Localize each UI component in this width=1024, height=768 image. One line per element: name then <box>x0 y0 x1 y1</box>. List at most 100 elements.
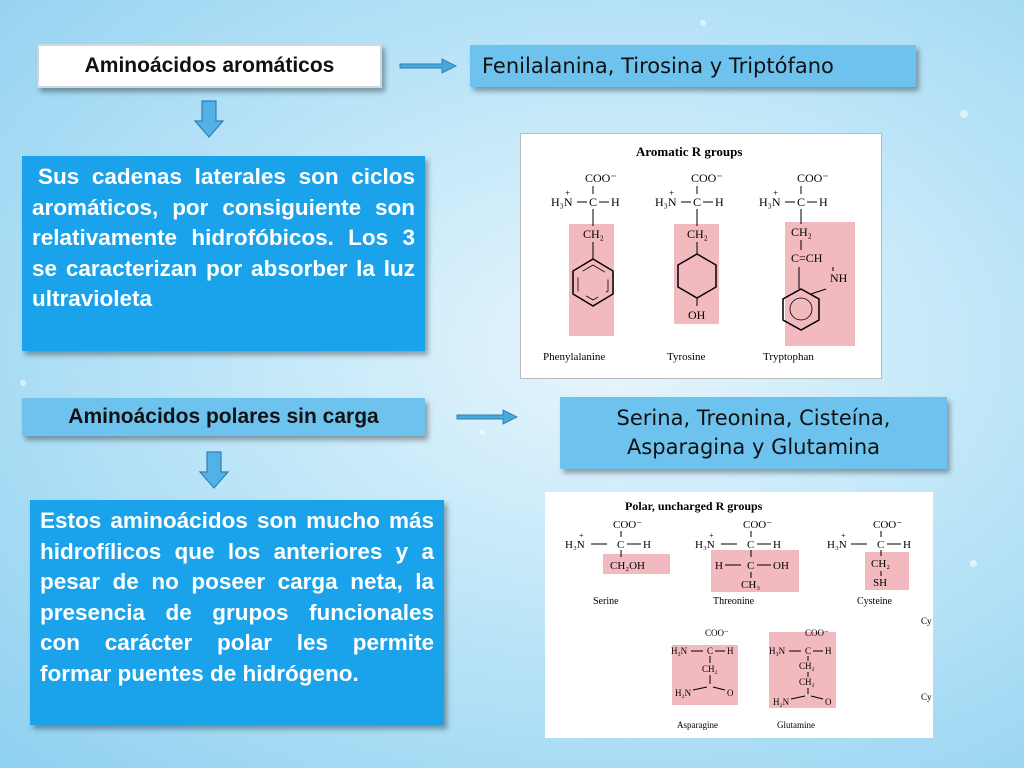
polar-list-line2: Asparagina y Glutamina <box>626 435 881 459</box>
plus-label: + <box>565 188 570 198</box>
arrow-down-icon <box>198 451 230 489</box>
phenylalanine-label: Phenylalanine <box>543 351 605 363</box>
aromatic-description-box: Sus cadenas laterales son ciclos aromáti… <box>22 156 425 351</box>
polar-list-box: Serina, Treonina, Cisteína, Asparagina y… <box>560 397 947 469</box>
asparagine-label: Asparagine <box>677 720 718 730</box>
c-label: C <box>589 195 597 209</box>
h3n-label: H₃N <box>671 646 688 656</box>
aromatic-title-box: Aminoácidos aromáticos <box>37 44 382 88</box>
ch2oh-label: CH₂OH <box>610 560 645 572</box>
h3n-label: H₃N <box>695 539 715 551</box>
cysteine-label: Cysteine <box>857 596 893 607</box>
background-sparkle <box>970 560 977 567</box>
polar-description: Estos aminoácidos son mucho más hidrofíl… <box>40 508 434 686</box>
aromatic-description: Sus cadenas laterales son ciclos aromáti… <box>32 164 415 311</box>
o-label: O <box>825 697 832 707</box>
plus-label: + <box>669 188 674 198</box>
background-sparkle <box>960 110 968 118</box>
plus-label: + <box>841 531 846 540</box>
h3n-label: H₃N <box>551 195 573 209</box>
h-label: H <box>903 539 911 551</box>
coo-label: COO⁻ <box>805 628 829 638</box>
glutamine-label: Glutamine <box>777 720 815 730</box>
arrow-down-icon <box>193 100 225 138</box>
phenylalanine-r-group-highlight <box>569 224 614 336</box>
h-label: H <box>819 195 828 209</box>
background-sparkle <box>700 20 706 26</box>
arrow-right-icon <box>456 409 519 425</box>
aromatic-figure-heading: Aromatic R groups <box>636 144 742 159</box>
polar-title: Aminoácidos polares sin carga <box>68 405 379 428</box>
ch2-label: CH₂ <box>791 225 812 239</box>
h3n-label: H₃N <box>655 195 677 209</box>
h3n-label: H₃N <box>769 646 786 656</box>
polar-figure-heading: Polar, uncharged R groups <box>625 499 763 513</box>
h-label: H <box>727 646 734 656</box>
c-label: C <box>747 539 754 551</box>
h-label: H <box>715 195 724 209</box>
coo-label: COO⁻ <box>705 628 729 638</box>
plus-label: + <box>709 531 714 540</box>
cysteine-r-group-highlight <box>865 552 909 590</box>
cropped-label: Cy <box>921 616 932 626</box>
h2n-label: H₂N <box>773 697 790 707</box>
coo-label: COO⁻ <box>873 519 902 531</box>
coo-label: COO⁻ <box>797 171 829 185</box>
h-label: H <box>611 195 620 209</box>
ch2-label: CH₂ <box>687 227 708 241</box>
o-label: O <box>727 688 734 698</box>
h-label: H <box>643 539 651 551</box>
tyrosine-r-group-highlight <box>674 224 719 324</box>
aromatic-list-box: Fenilalanina, Tirosina y Triptófano <box>470 45 916 87</box>
oh-label: OH <box>773 560 789 572</box>
nh-label: NH <box>830 271 848 285</box>
coo-label: COO⁻ <box>613 519 642 531</box>
benzene-ring-icon <box>572 258 614 307</box>
cch-label: C=CH <box>791 251 823 265</box>
tryptophan-label: Tryptophan <box>763 351 814 363</box>
h-label: H <box>825 646 832 656</box>
h3n-label: H₃N <box>565 539 585 551</box>
coo-label: COO⁻ <box>585 171 617 185</box>
arrow-right-icon <box>399 58 458 74</box>
polar-structures-figure: Polar, uncharged R groups COO⁻ H₃N + C H… <box>545 492 933 738</box>
glutamine-r-group-highlight <box>769 632 836 708</box>
serine-label: Serine <box>593 596 619 607</box>
tryptophan-r-group-highlight <box>785 222 855 346</box>
ch3-label: CH₃ <box>741 579 760 591</box>
asparagine-r-group-highlight <box>672 645 738 705</box>
c-label: C <box>707 646 713 656</box>
background-sparkle <box>20 380 26 386</box>
ch2-label: CH₂ <box>871 558 890 570</box>
h3n-label: H₃N <box>827 539 847 551</box>
h3n-label: H₃N <box>759 195 781 209</box>
indole-ring-icon <box>782 288 820 331</box>
aromatic-structures-figure: Aromatic R groups COO⁻ H₃N + C H CH₂ COO… <box>520 133 882 379</box>
cropped-label: Cy <box>921 692 932 702</box>
tyrosine-label: Tyrosine <box>667 351 705 363</box>
oh-label: OH <box>688 308 706 322</box>
c-label: C <box>693 195 701 209</box>
serine-r-group-highlight <box>603 554 670 574</box>
c-label: C <box>877 539 884 551</box>
plus-label: + <box>579 531 584 540</box>
plus-label: + <box>773 188 778 198</box>
c-label: C <box>805 646 811 656</box>
coo-label: COO⁻ <box>743 519 772 531</box>
threonine-r-group-highlight <box>711 550 799 592</box>
c-label: C <box>617 539 624 551</box>
background-sparkle <box>480 430 485 435</box>
polar-description-box: Estos aminoácidos son mucho más hidrofíl… <box>30 500 444 725</box>
ch2-label: CH₂ <box>583 227 604 241</box>
c-label: C <box>797 195 805 209</box>
aromatic-list: Fenilalanina, Tirosina y Triptófano <box>482 54 834 78</box>
h-label: H <box>773 539 781 551</box>
c-label: C <box>747 560 754 572</box>
ch2-label: CH₂ <box>799 661 815 671</box>
aromatic-title: Aminoácidos aromáticos <box>84 54 335 77</box>
h-label: H <box>715 560 723 572</box>
coo-label: COO⁻ <box>691 171 723 185</box>
sh-label: SH <box>873 577 887 589</box>
polar-title-box: Aminoácidos polares sin carga <box>22 398 425 436</box>
ch2-label: CH₂ <box>799 677 815 687</box>
